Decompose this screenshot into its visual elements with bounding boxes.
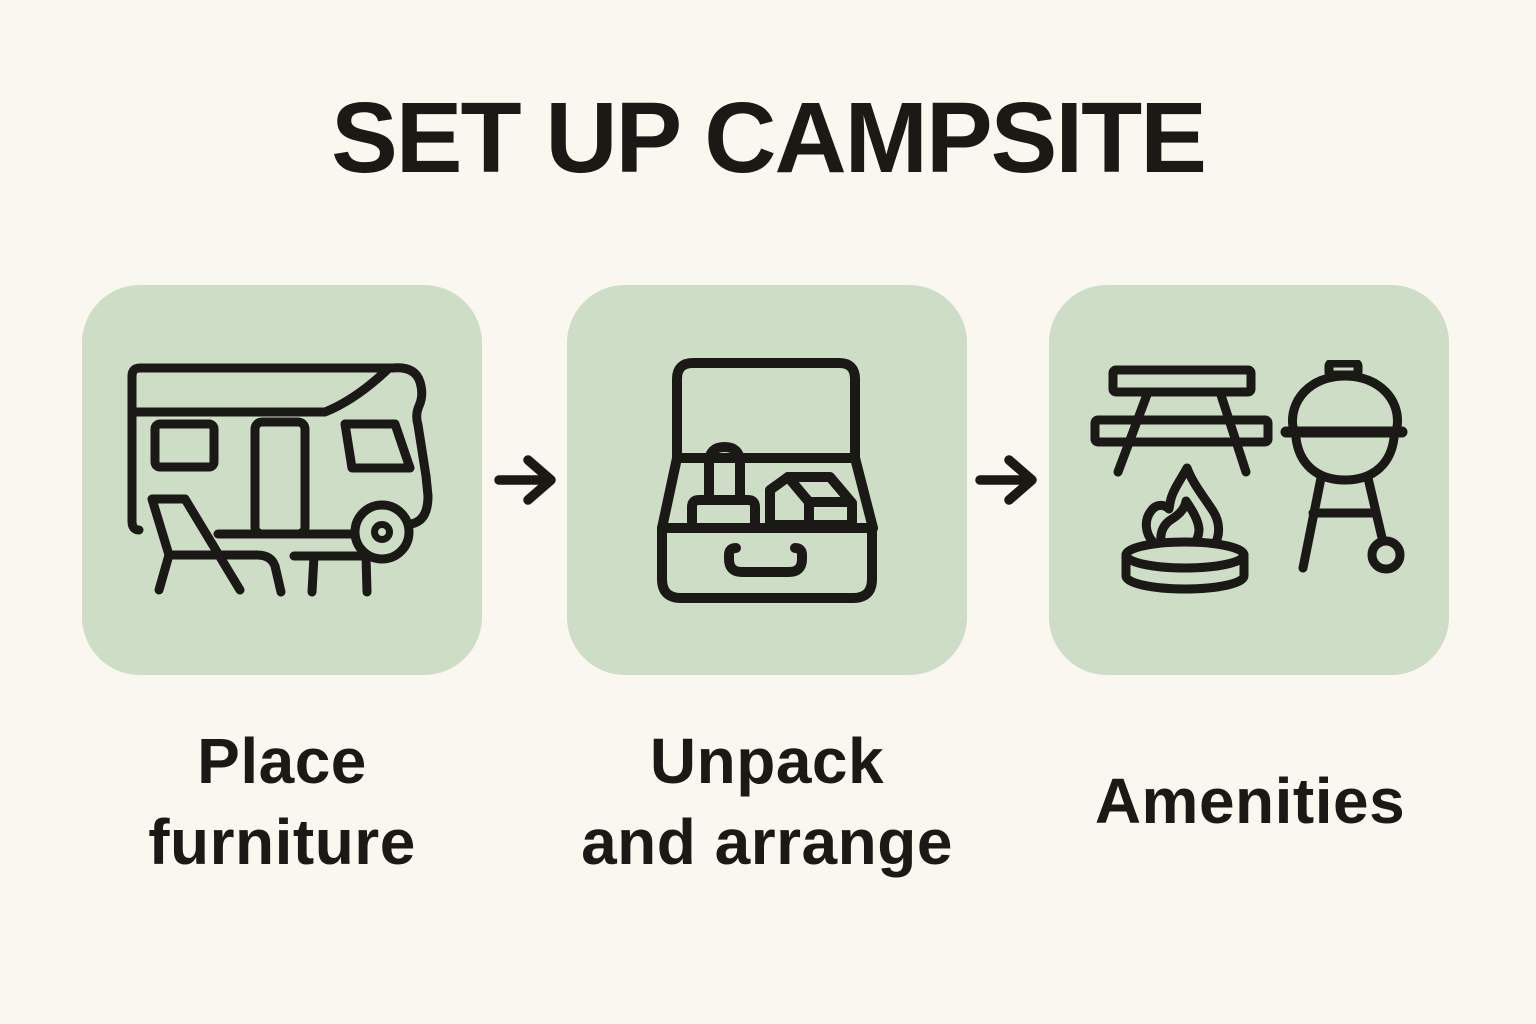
rv-windshield	[340, 419, 415, 473]
base-handle	[724, 542, 807, 577]
grill-left-leg	[1298, 473, 1326, 573]
rv-wheel	[350, 500, 414, 564]
step-card-unpack-and-arrange	[567, 285, 967, 675]
suitcase-lid	[672, 357, 860, 463]
step-label-place-furniture: Place furniture	[22, 710, 542, 894]
fire-ring-side	[1121, 550, 1249, 594]
step-label-unpack-and-arrange: Unpack and arrange	[507, 710, 1027, 894]
wheel-hub	[371, 521, 393, 543]
base-outline	[657, 522, 877, 603]
label-line: Unpack	[649, 724, 885, 797]
chair-backrest	[147, 494, 190, 560]
picnic-table	[1090, 365, 1273, 477]
picnic-table-campfire-grill-icon	[1090, 360, 1408, 594]
open-suitcase-icon	[657, 357, 878, 603]
suitcase-open-body	[657, 452, 878, 533]
rv-awning-and-cab-outline	[127, 363, 433, 535]
clothes-fold-line	[783, 471, 853, 529]
side-table	[289, 551, 378, 597]
rv-window	[150, 419, 219, 472]
label-line: Place	[197, 724, 367, 797]
chair-front-leg	[154, 550, 174, 595]
grill-dome	[1288, 371, 1402, 432]
bottle-base-block	[687, 494, 760, 531]
chair-back-leg	[180, 494, 245, 595]
step-label-amenities: Amenities	[990, 710, 1510, 894]
campfire	[1121, 463, 1249, 594]
wheel-tire	[350, 500, 414, 564]
lounge-chair	[147, 494, 286, 597]
flame-inner	[1156, 496, 1204, 554]
label-line: and arrange	[581, 806, 953, 878]
bottle	[704, 441, 745, 505]
grill-wheel	[1367, 536, 1405, 574]
chair-seat	[164, 550, 286, 597]
fire-ring-top	[1121, 537, 1249, 573]
step-card-amenities	[1049, 285, 1449, 675]
lid-outline	[672, 357, 860, 463]
rv-door	[250, 417, 310, 539]
picnic-table-bench	[1090, 415, 1273, 447]
step-card-place-furniture	[82, 285, 482, 675]
rv-awning-bottom-edge	[131, 365, 392, 417]
label-line: Amenities	[1094, 765, 1406, 838]
label-line: furniture	[148, 806, 416, 878]
table-legs	[307, 551, 372, 597]
flame-outer	[1141, 463, 1224, 552]
body-left-side	[657, 452, 682, 533]
rv-camper-with-chair-and-table-icon	[127, 363, 433, 597]
suitcase-base	[657, 522, 878, 603]
rv-body	[127, 363, 433, 539]
right-arrow-icon	[975, 452, 1041, 508]
picnic-table-legs	[1113, 387, 1251, 477]
kettle-grill	[1280, 360, 1408, 574]
grill-bowl	[1291, 433, 1399, 485]
page-title: SET UP CAMPSITE	[331, 82, 1207, 194]
body-right-side	[850, 452, 878, 533]
picnic-table-top	[1108, 365, 1256, 397]
folded-clothes	[765, 471, 857, 530]
right-arrow-icon	[494, 452, 560, 508]
packed-bottle	[687, 441, 760, 531]
